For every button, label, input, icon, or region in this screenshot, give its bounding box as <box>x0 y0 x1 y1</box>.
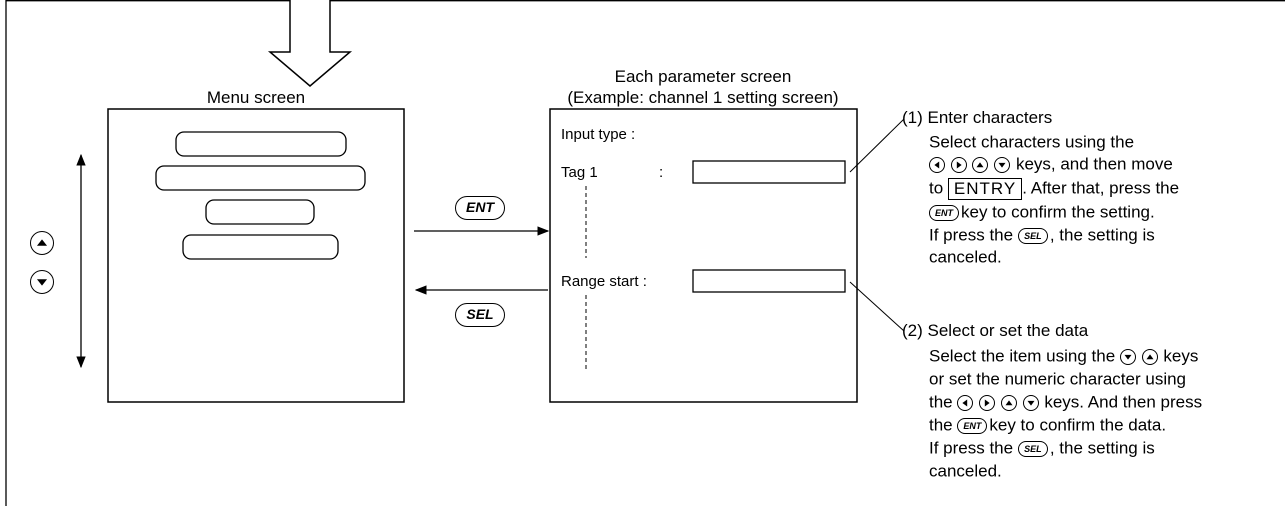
note1-line1: Select characters using the <box>929 131 1134 154</box>
row-range-start: Range start : <box>561 273 647 290</box>
param-screen-subtitle: (Example: channel 1 setting screen) <box>567 88 839 107</box>
note1-text: . After that, press the <box>1022 178 1180 198</box>
right-key-icon <box>979 394 996 411</box>
left-key-icon <box>929 156 945 173</box>
sel-key-icon: SEL <box>455 303 505 327</box>
note1-text: If press the <box>929 225 1014 245</box>
menu-item-2 <box>155 165 366 191</box>
leader-line-1 <box>849 118 905 173</box>
note2-line3: the keys. And then press <box>929 391 1202 414</box>
left-key-icon <box>957 394 974 411</box>
note1-heading: (1) Enter characters <box>902 108 1053 127</box>
tag1-field <box>692 160 846 184</box>
note2-text: the <box>929 392 953 412</box>
right-key-icon <box>950 156 967 173</box>
menu-item-3 <box>205 199 315 225</box>
note1-text: to <box>929 178 944 198</box>
ent-key-icon: ENT <box>957 417 988 434</box>
range-start-field <box>692 269 846 293</box>
row-input-type: Input type : <box>561 126 636 143</box>
note1-text: keys, and then move <box>1015 154 1173 174</box>
param-screen-title: Each parameter screen <box>614 67 792 86</box>
note1-text: , the setting is <box>1049 225 1155 245</box>
note2-text: If press the <box>929 438 1014 458</box>
note2-line5: If press the SEL, the setting is <box>929 437 1155 460</box>
menu-item-1 <box>175 131 347 157</box>
row-tag1-label: Tag 1 <box>561 164 598 181</box>
note2-line6: canceled. <box>929 460 1002 483</box>
note2-text: keys <box>1163 346 1199 366</box>
sel-key-icon: SEL <box>1017 227 1048 244</box>
up-key-icon <box>1000 394 1017 411</box>
entry-arrow <box>267 0 353 87</box>
note1-line5: If press the SEL, the setting is <box>929 224 1155 247</box>
outer-frame <box>5 0 1285 506</box>
ent-key-icon: ENT <box>455 196 505 220</box>
note2-line1: Select the item using the keys <box>929 345 1198 368</box>
note1-line3: to ENTRY. After that, press the <box>929 177 1179 200</box>
note1-text: key to confirm the setting. <box>961 202 1155 222</box>
note2-heading: (2) Select or set the data <box>902 321 1089 340</box>
up-key-icon <box>972 156 989 173</box>
up-key-icon <box>30 231 54 255</box>
row-tag1-colon: : <box>659 164 664 181</box>
ent-key-icon: ENT <box>929 204 959 221</box>
menu-item-4 <box>182 234 339 260</box>
note1-text: canceled. <box>929 247 1002 267</box>
down-key-icon <box>1022 394 1039 411</box>
note1-text: Select characters using the <box>929 132 1135 152</box>
note2-text: canceled. <box>929 461 1002 481</box>
down-key-icon <box>30 270 54 294</box>
leader-line-2 <box>849 281 905 332</box>
down-key-icon <box>1119 348 1136 365</box>
up-key-icon <box>1141 348 1158 365</box>
note2-text: , the setting is <box>1049 438 1155 458</box>
menu-screen-title: Menu screen <box>206 88 306 107</box>
note1-line2: keys, and then move <box>929 153 1173 176</box>
sel-key-icon: SEL <box>1017 440 1048 457</box>
note1-line6: canceled. <box>929 246 1002 269</box>
note2-text: the <box>929 415 953 435</box>
entry-key-label: ENTRY <box>947 177 1023 200</box>
note2-line2: or set the numeric character using <box>929 368 1186 391</box>
note2-text: Select the item using the <box>929 346 1116 366</box>
param-screen-box <box>549 108 858 403</box>
note2-text: keys. And then press <box>1044 392 1203 412</box>
menu-screen-box <box>107 108 405 403</box>
down-key-icon <box>994 156 1011 173</box>
note2-text: key to confirm the data. <box>989 415 1167 435</box>
note2-text: or set the numeric character using <box>929 369 1187 389</box>
